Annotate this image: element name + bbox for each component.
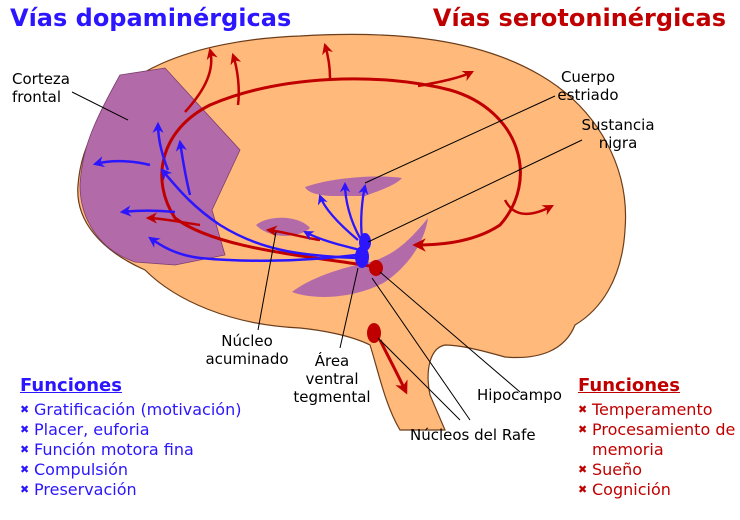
bullet-icon: ✖ [20, 403, 30, 416]
list-item: ✖Compulsión [20, 460, 128, 479]
dopamine-functions-heading: Funciones [20, 375, 122, 396]
bullet-icon: ✖ [20, 423, 30, 436]
serotonin-functions-list: ✖Temperamento ✖Procesamiento de memoria … [578, 400, 738, 500]
list-item: ✖Temperamento [578, 400, 713, 419]
list-item: ✖Cognición [578, 480, 671, 499]
label-hippocampus: Hipocampo [477, 386, 562, 404]
serotonin-functions: Funciones ✖Temperamento ✖Procesamiento d… [578, 375, 738, 500]
list-item: ✖Preservación [20, 480, 137, 499]
bullet-icon: ✖ [20, 463, 30, 476]
bullet-icon: ✖ [578, 423, 588, 436]
label-raphe-nuclei: Núcleos del Rafe [410, 426, 536, 444]
list-item: ✖Sueño [578, 460, 643, 479]
hippocampus-region [292, 218, 428, 297]
serotonin-functions-heading: Funciones [578, 375, 680, 396]
bullet-icon: ✖ [578, 483, 588, 496]
list-item: ✖Gratificación (motivación) [20, 400, 242, 419]
list-item: ✖Procesamiento de memoria [578, 420, 736, 459]
dopamine-title: Vías dopaminérgicas [10, 4, 292, 32]
list-item: ✖Función motora fina [20, 440, 194, 459]
dopamine-functions: Funciones ✖Gratificación (motivación) ✖P… [20, 375, 241, 500]
list-item: ✖Placer, euforia [20, 420, 150, 439]
serotonin-title: Vías serotoninérgicas [432, 4, 726, 32]
striatum-region [305, 176, 402, 196]
dopamine-functions-list: ✖Gratificación (motivación) ✖Placer, euf… [20, 400, 241, 500]
bullet-icon: ✖ [20, 443, 30, 456]
bullet-icon: ✖ [578, 463, 588, 476]
bullet-icon: ✖ [578, 403, 588, 416]
bullet-icon: ✖ [20, 483, 30, 496]
